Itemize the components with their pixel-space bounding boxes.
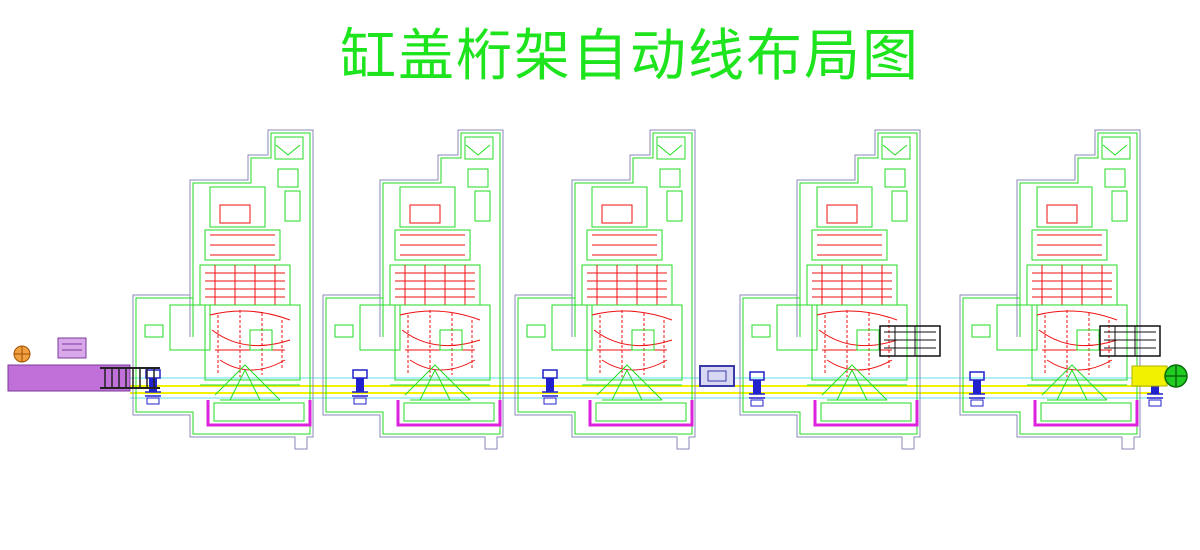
unloading-station-icon xyxy=(1131,364,1188,388)
gantry-unit-5 xyxy=(968,371,986,407)
machine-cell-3 xyxy=(513,128,697,451)
turnover-station-icon xyxy=(699,365,735,387)
gantry-unit-4 xyxy=(748,371,766,407)
machine-cell-2 xyxy=(321,128,505,451)
page-title: 缸盖桁架自动线布局图 xyxy=(340,24,920,89)
fixture-unit-1 xyxy=(879,325,941,357)
loading-station-icon xyxy=(7,337,160,392)
truss-rail xyxy=(130,377,1160,399)
machine-cell-5 xyxy=(958,128,1142,451)
machine-cell-4 xyxy=(738,128,922,451)
machine-cell-1 xyxy=(131,128,315,451)
fixture-unit-2 xyxy=(1099,325,1161,357)
